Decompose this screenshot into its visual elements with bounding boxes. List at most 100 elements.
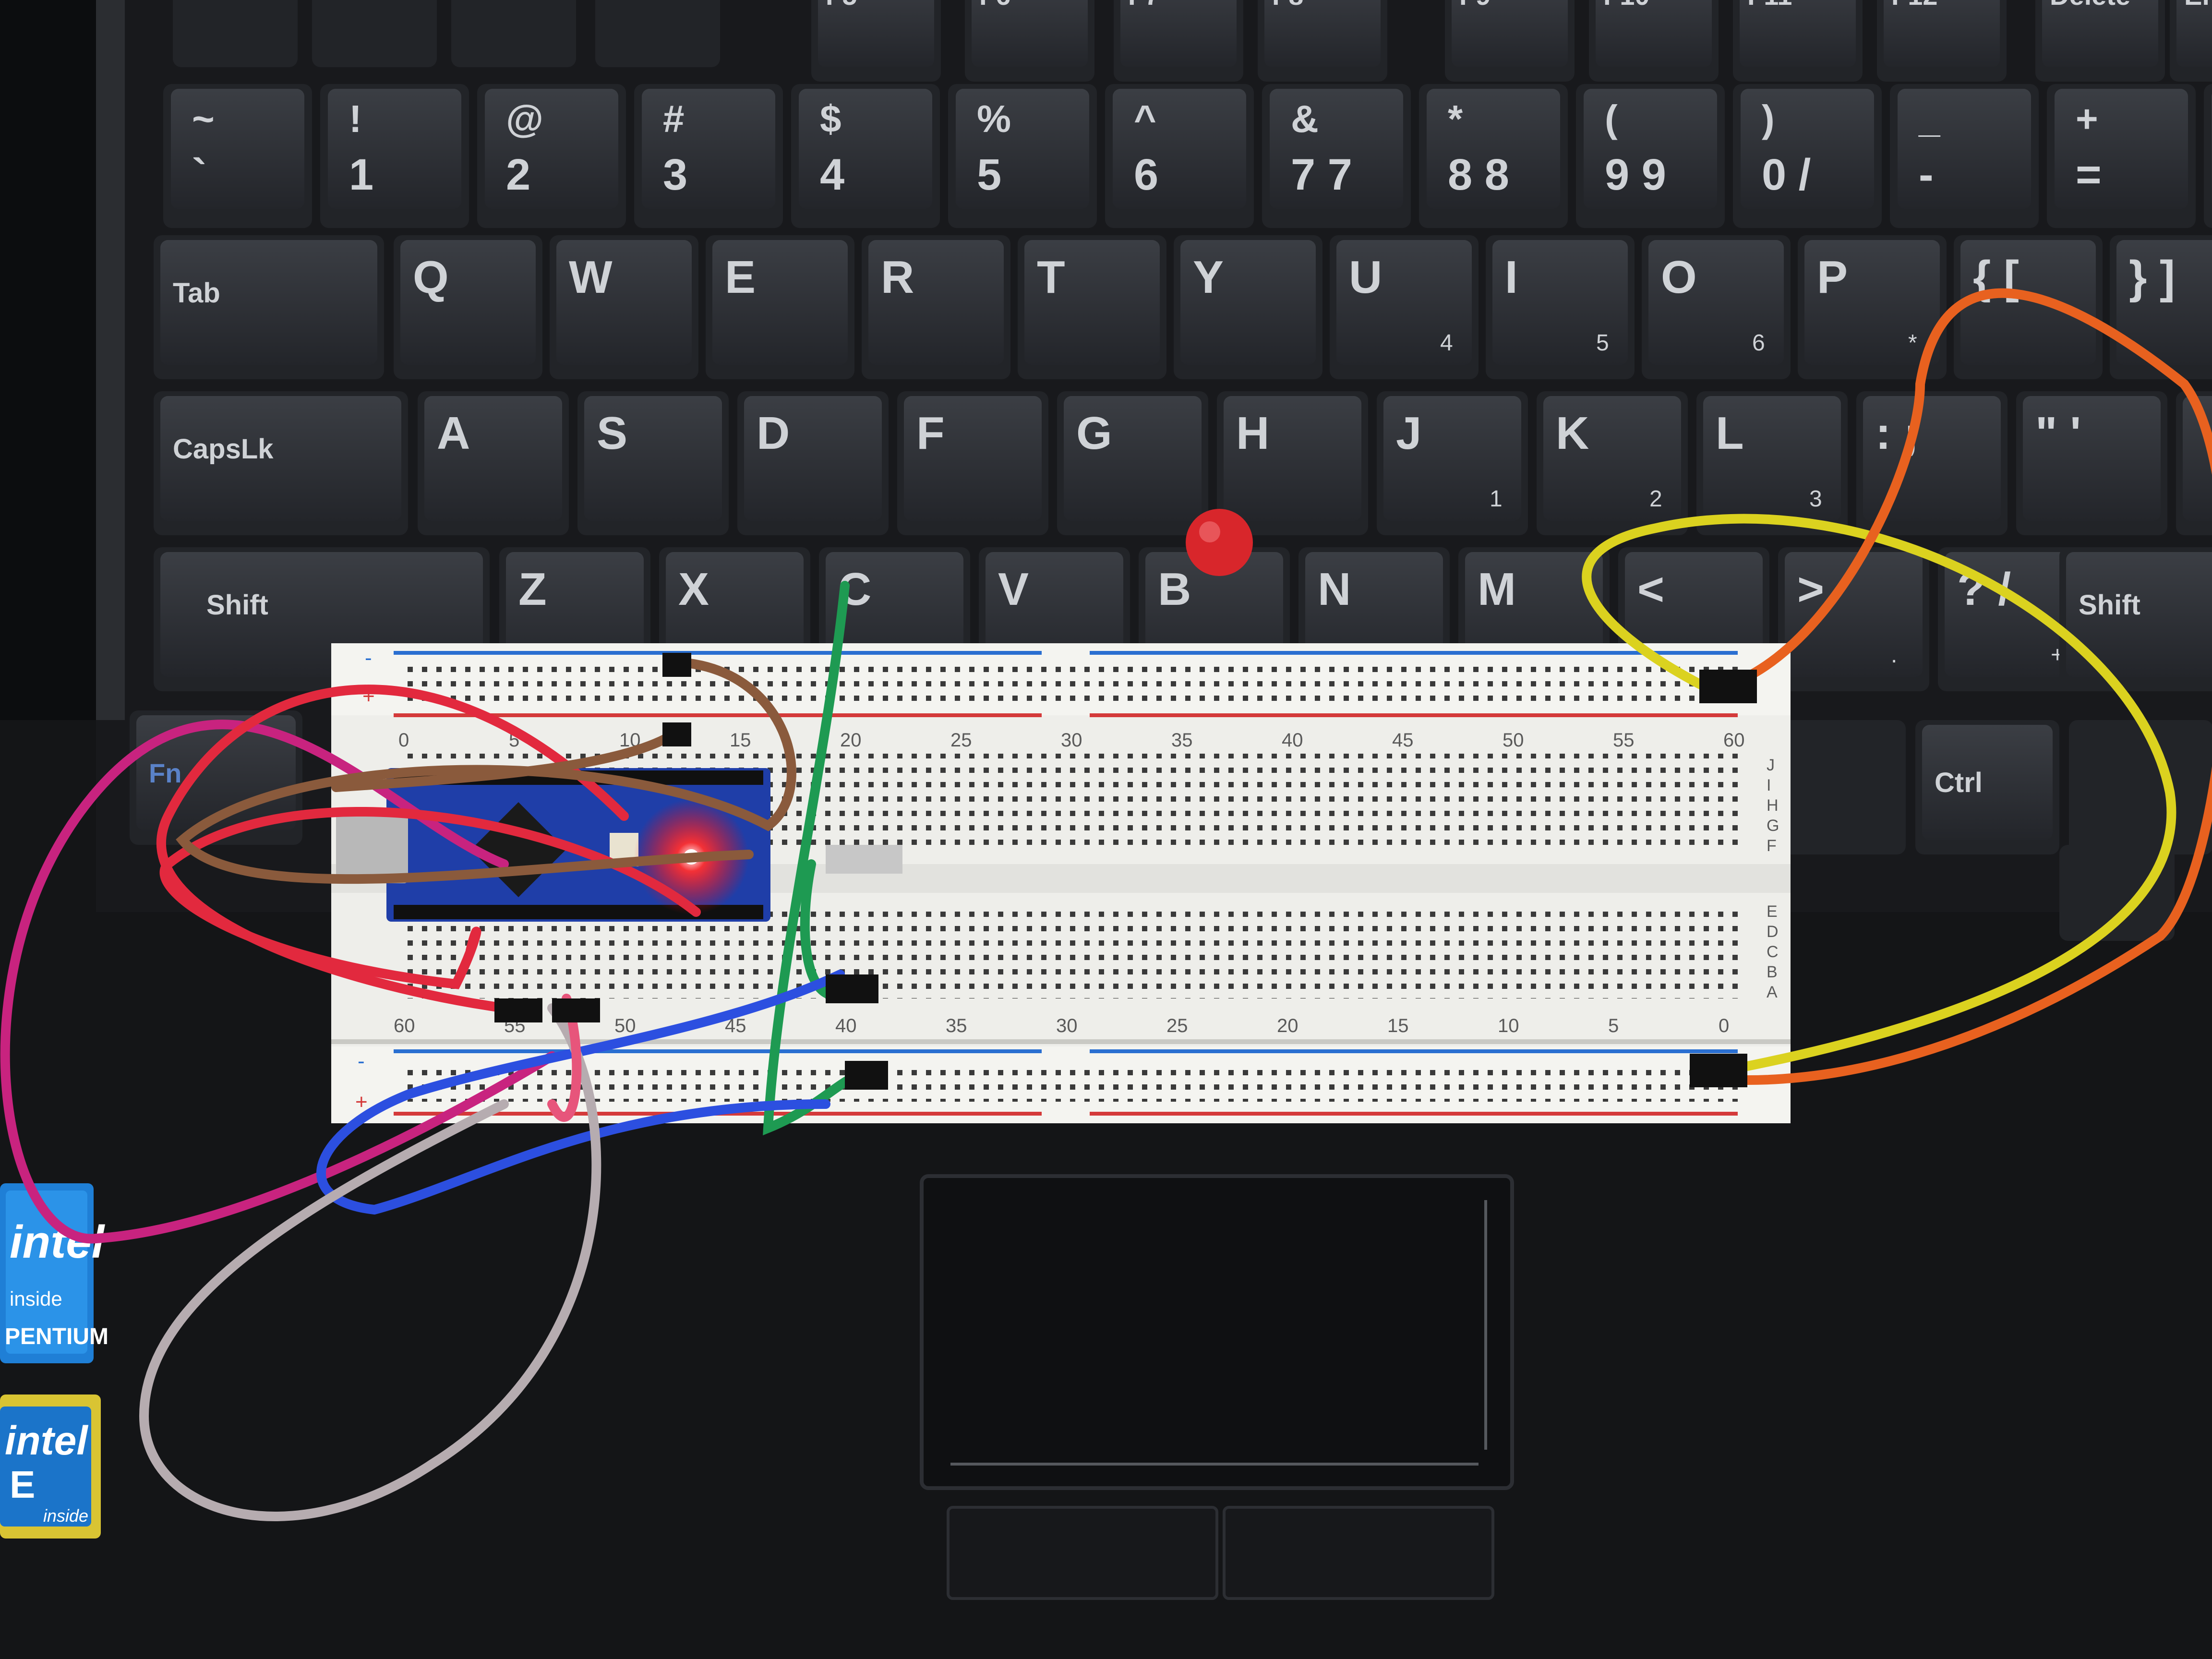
key-q-e[interactable]: E bbox=[706, 235, 854, 379]
key-label-bottom: 5 bbox=[977, 150, 1001, 199]
key-fn-partial[interactable] bbox=[451, 0, 576, 67]
key-s-sym[interactable]: >. bbox=[1778, 547, 1929, 691]
key-label: < bbox=[1637, 564, 1664, 615]
wire-blue[interactable] bbox=[316, 970, 845, 1215]
key-num-4[interactable]: $4 bbox=[791, 84, 940, 228]
key-h-h[interactable]: H bbox=[1217, 391, 1368, 535]
key-h-k[interactable]: K2 bbox=[1537, 391, 1688, 535]
key-num-sym[interactable]: += bbox=[2047, 84, 2196, 228]
intel-inside-2: inside bbox=[43, 1506, 88, 1526]
key-label: W bbox=[569, 252, 613, 303]
key-q-u[interactable]: U4 bbox=[1330, 235, 1479, 379]
key-num-6[interactable]: ^6 bbox=[1105, 84, 1254, 228]
wire-green[interactable] bbox=[763, 581, 864, 1136]
wire-red[interactable] bbox=[156, 685, 629, 1013]
key-num-7-7[interactable]: &7 7 bbox=[1262, 84, 1411, 228]
key-label-bottom: ` bbox=[192, 150, 207, 199]
key-capslock[interactable]: CapsLk bbox=[154, 391, 408, 535]
wire-yellow[interactable] bbox=[1582, 514, 2176, 1073]
connector-top-right bbox=[1699, 670, 1757, 703]
key-fn-f11[interactable]: F11 bbox=[1733, 0, 1863, 82]
key-fn-partial[interactable] bbox=[595, 0, 720, 67]
key-fn-partial[interactable] bbox=[173, 0, 298, 67]
key-fn-f5[interactable]: F5 bbox=[811, 0, 941, 82]
key-h-f[interactable]: F bbox=[897, 391, 1048, 535]
key-top bbox=[400, 240, 536, 365]
key-fn-f12[interactable]: F12 bbox=[1877, 0, 2007, 82]
key-top bbox=[1427, 89, 1560, 209]
column-number-bottom: 25 bbox=[1166, 1015, 1188, 1036]
key-q-r[interactable]: R bbox=[862, 235, 1010, 379]
key-top bbox=[171, 89, 304, 209]
touchpad-left-button[interactable] bbox=[947, 1506, 1218, 1600]
key-tab[interactable]: Tab bbox=[154, 235, 384, 379]
key-q-y[interactable]: Y bbox=[1174, 235, 1322, 379]
key-label: K bbox=[1556, 408, 1589, 459]
key-label-top: ) bbox=[1762, 97, 1775, 140]
key-fn-f7[interactable]: F7 bbox=[1114, 0, 1243, 82]
key-label: Ctrl bbox=[1935, 767, 1983, 798]
top-rail-holes bbox=[403, 665, 1738, 703]
key-q-p[interactable]: P* bbox=[1798, 235, 1947, 379]
connector-lower-left bbox=[494, 998, 542, 1022]
key-arrow-left[interactable] bbox=[2059, 845, 2175, 941]
key-q-t[interactable]: T bbox=[1018, 235, 1166, 379]
wire-grey[interactable] bbox=[139, 1003, 601, 1521]
key-h-j[interactable]: J1 bbox=[1377, 391, 1528, 535]
key-label: F12 bbox=[1891, 0, 1938, 11]
key-nav-back[interactable] bbox=[2069, 720, 2212, 854]
key-label-bottom: 1 bbox=[349, 150, 373, 199]
key-h-s[interactable]: S bbox=[577, 391, 729, 535]
row-letter-top: F bbox=[1767, 837, 1777, 855]
key-fn-f10[interactable]: F10 bbox=[1589, 0, 1719, 82]
key-q-q[interactable]: Q bbox=[394, 235, 542, 379]
key-menu[interactable] bbox=[1776, 720, 1906, 854]
key-top bbox=[1452, 0, 1568, 67]
key-num-sym[interactable]: ~` bbox=[163, 84, 312, 228]
key-h-sym[interactable]: " ' bbox=[2016, 391, 2167, 535]
touchpad-right-button[interactable] bbox=[1223, 1506, 1494, 1600]
key-fn-end[interactable]: End bbox=[2170, 0, 2212, 82]
key-h-sym[interactable]: ← bbox=[2176, 391, 2212, 535]
key-num-8-8[interactable]: *8 8 bbox=[1419, 84, 1568, 228]
wire-orange[interactable] bbox=[1743, 288, 2212, 1085]
jumper-wires bbox=[0, 288, 2212, 1521]
key-fn-f9[interactable]: F9 bbox=[1445, 0, 1575, 82]
key-fn-delete[interactable]: Delete bbox=[2035, 0, 2165, 82]
key-num-9-9[interactable]: (9 9 bbox=[1576, 84, 1725, 228]
key-fn-f6[interactable]: F6 bbox=[965, 0, 1094, 82]
key-h-d[interactable]: D bbox=[737, 391, 889, 535]
touchpad[interactable] bbox=[920, 1174, 1514, 1490]
key-fn-f8[interactable]: F8 bbox=[1258, 0, 1387, 82]
key-num-5[interactable]: %5 bbox=[948, 84, 1097, 228]
key-num-sym[interactable]: _- bbox=[1890, 84, 2039, 228]
key-shift-right[interactable]: Shift bbox=[2059, 547, 2212, 691]
key-label: U bbox=[1349, 252, 1382, 303]
key-top bbox=[584, 396, 722, 521]
trackpoint-highlight bbox=[1199, 521, 1220, 542]
key-num-3[interactable]: #3 bbox=[634, 84, 783, 228]
wire-pink[interactable] bbox=[547, 994, 582, 1122]
key-top bbox=[2116, 240, 2212, 365]
key-q-sym[interactable]: { [ bbox=[1954, 235, 2103, 379]
row-letter-bottom: A bbox=[1767, 983, 1778, 1001]
wire-brown[interactable] bbox=[331, 727, 682, 792]
key-q-w[interactable]: W bbox=[550, 235, 698, 379]
key-fn-partial[interactable] bbox=[312, 0, 437, 67]
key-num-0[interactable]: )0 / bbox=[1733, 84, 1882, 228]
wire-red[interactable] bbox=[159, 807, 701, 989]
key-num-2[interactable]: @2 bbox=[477, 84, 626, 228]
key-num-1[interactable]: !1 bbox=[320, 84, 469, 228]
wire-brown[interactable] bbox=[176, 658, 796, 884]
key-h-a[interactable]: A bbox=[418, 391, 569, 535]
key-q-sym[interactable]: } ] bbox=[2110, 235, 2212, 379]
key-ctrl[interactable]: Ctrl bbox=[1915, 720, 2059, 854]
key-label-top: ! bbox=[349, 97, 362, 140]
key-h-l[interactable]: L3 bbox=[1696, 391, 1848, 535]
key-num-sym[interactable]: ← bbox=[2204, 84, 2212, 228]
key-q-o[interactable]: O6 bbox=[1642, 235, 1791, 379]
key-q-i[interactable]: I5 bbox=[1486, 235, 1635, 379]
key-h-g[interactable]: G bbox=[1057, 391, 1208, 535]
trackpoint[interactable] bbox=[1186, 509, 1253, 576]
